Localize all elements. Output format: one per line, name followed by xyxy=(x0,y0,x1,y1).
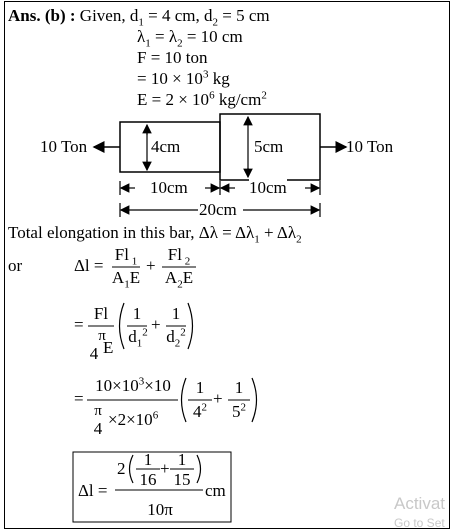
frac6-den-pi: π xyxy=(94,403,102,419)
frac2-den: A2E xyxy=(164,268,194,291)
d2-value: 5 cm xyxy=(236,6,270,25)
modulus-unit: kg/cm xyxy=(218,90,262,109)
result-frac-b-den: 15 xyxy=(173,470,191,489)
activation-watermark: Activat xyxy=(394,494,446,513)
right-force-label: 10 Ton xyxy=(346,137,394,156)
result-plus: + xyxy=(160,459,170,478)
result-box xyxy=(72,451,232,523)
frac3-num: Fl xyxy=(93,304,109,323)
result-frac-a-num: 1 xyxy=(143,450,153,469)
frac5-num: 1 xyxy=(171,304,181,323)
frac7-num: 1 xyxy=(195,378,205,397)
large-dia-label: 5cm xyxy=(254,137,284,156)
delta-l-1: Δl = xyxy=(74,256,104,275)
result-unit: cm xyxy=(205,481,226,500)
d1-value: 4 cm xyxy=(161,6,196,25)
frac4-den: d12 xyxy=(128,326,148,350)
frac4-num: 1 xyxy=(132,304,142,323)
or-label: or xyxy=(8,256,23,275)
len2-label: 10cm xyxy=(249,178,287,198)
force-kg-unit: kg xyxy=(212,69,230,88)
lambda-value: = 10 cm xyxy=(186,27,243,46)
total-elongation-line: Total elongation in this bar, Δλ = Δλ1 +… xyxy=(8,223,302,246)
frac8-den: 52 xyxy=(232,401,246,421)
plus-2: + xyxy=(151,315,161,334)
answer-label: Ans. (b) : xyxy=(8,6,76,25)
modulus-exp: 6 xyxy=(209,89,215,102)
result-frac-b-num: 1 xyxy=(177,450,187,469)
total-elongation-text: Total elongation in this bar, Δλ = Δλ xyxy=(8,223,255,242)
modulus-unit-exp: 2 xyxy=(261,89,267,102)
len1-label: 10cm xyxy=(150,178,188,198)
frac7-den: 42 xyxy=(193,401,207,421)
frac2-num: Fl 2 xyxy=(167,245,191,268)
left-force-label: 10 Ton xyxy=(40,137,88,156)
plus-3: + xyxy=(213,389,223,408)
frac3-E: E xyxy=(103,338,114,357)
force-line: F = 10 ton xyxy=(137,48,208,67)
total-len-label: 20cm xyxy=(199,200,237,219)
modulus-value: E = 2 × 10 xyxy=(137,90,210,109)
given-line: Ans. (b) : Given, d1 = 4 cm, d2 = 5 cm xyxy=(8,6,270,29)
frac6-den-4: 4 xyxy=(93,419,103,438)
answer-frame xyxy=(4,1,450,529)
frac6-den-rest: ×2×106 xyxy=(108,409,159,429)
delta-l-result: Δl = xyxy=(78,481,108,500)
result-den: 10π xyxy=(147,500,173,519)
force-kg-line: = 10 × 103 kg xyxy=(137,69,230,89)
frac5-den: d22 xyxy=(166,326,186,350)
frac3-den2: 4 xyxy=(89,344,99,363)
modulus-line: E = 2 × 106 kg/cm2 xyxy=(137,90,267,110)
frac8-num: 1 xyxy=(234,378,244,397)
eq-2: = xyxy=(74,315,84,334)
force-kg-exp: 3 xyxy=(202,68,209,81)
result-num-2: 2 xyxy=(117,459,126,478)
frac3-den: π xyxy=(98,328,106,344)
eq-3: = xyxy=(74,389,84,408)
given-word: Given, xyxy=(79,6,126,25)
frac1-num: Fl 1 xyxy=(114,245,138,268)
activation-watermark-sub: Go to Set xyxy=(394,516,445,530)
frac6-num: 10×103×10 xyxy=(95,375,171,395)
force-kg-value: = 10 × 10 xyxy=(137,69,203,88)
plus-1: + xyxy=(146,256,156,275)
frac1-den: A1E xyxy=(111,268,141,291)
lambda-line: λ1 = λ2 = 10 cm xyxy=(137,27,243,50)
result-frac-a-den: 16 xyxy=(139,470,157,489)
small-dia-label: 4cm xyxy=(151,137,181,156)
